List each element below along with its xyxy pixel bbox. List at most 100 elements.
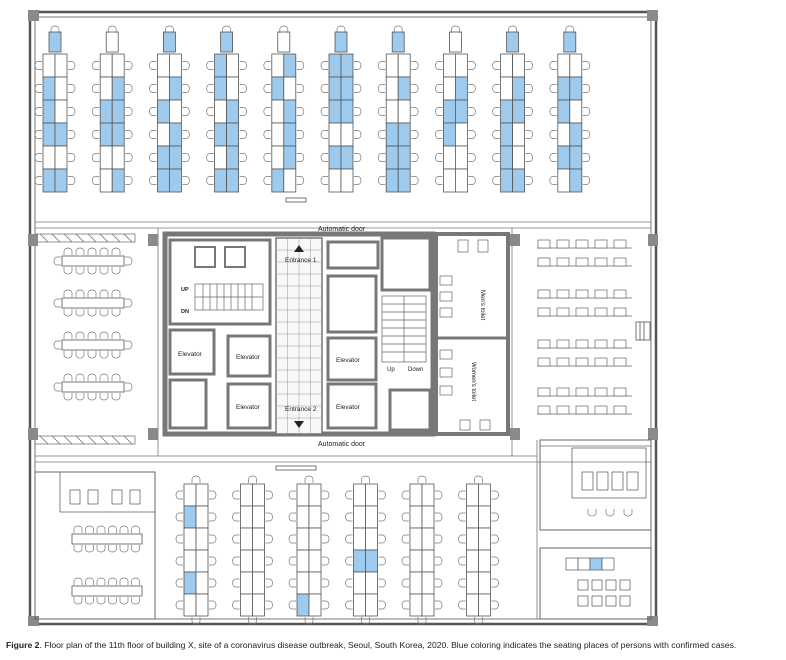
chair — [107, 25, 117, 33]
chair — [525, 61, 533, 70]
desk-seat — [421, 483, 435, 507]
chair — [182, 61, 190, 70]
chair — [232, 578, 240, 588]
infected-seat — [512, 99, 525, 124]
desk-seat — [454, 145, 468, 170]
chair — [131, 597, 140, 605]
infected-seat — [589, 557, 603, 571]
mens-toilet-label: Men's toilet — [479, 290, 485, 320]
desk-seat — [42, 53, 56, 78]
infected-seat — [54, 122, 68, 147]
chair — [304, 617, 314, 625]
chair — [322, 600, 330, 610]
infected-seat — [500, 145, 514, 170]
chair — [345, 578, 353, 588]
chair — [378, 578, 386, 588]
chair — [125, 130, 133, 139]
chair — [549, 84, 557, 93]
chair — [322, 512, 330, 522]
desk-seat — [308, 593, 322, 617]
chair — [345, 490, 353, 500]
entrance-2-label: Entrance 2 — [285, 406, 317, 413]
desk-seat — [442, 53, 456, 78]
desk-seat — [611, 471, 624, 491]
meeting-chair — [594, 289, 608, 299]
chair — [119, 545, 129, 553]
toilet-block — [434, 232, 510, 436]
infected-seat — [340, 53, 354, 78]
chair — [378, 534, 386, 544]
chair — [68, 153, 76, 162]
desk-seat — [557, 53, 571, 78]
chair — [377, 130, 386, 139]
chair — [549, 153, 557, 162]
chair — [232, 512, 240, 522]
desk-seat — [252, 527, 265, 551]
infected-seat — [397, 168, 411, 193]
chair — [320, 61, 328, 70]
chair — [401, 512, 409, 522]
chair — [182, 84, 190, 93]
chair — [191, 617, 201, 625]
infected-seat — [328, 99, 342, 124]
infected-seat — [569, 168, 583, 193]
floor-plan: Automatic door Automatic door Entrance 1… — [28, 10, 658, 626]
infected-seat — [569, 122, 583, 147]
chair — [320, 176, 328, 185]
chair — [435, 107, 443, 116]
infected-seat — [442, 122, 456, 147]
infected-seat — [214, 122, 228, 147]
chair — [108, 525, 117, 533]
chair — [354, 107, 362, 116]
desk-seat — [111, 53, 125, 78]
desk-seat — [308, 505, 322, 529]
desk-seat — [353, 505, 366, 529]
desk-seat — [99, 168, 113, 193]
conference-table — [61, 255, 125, 267]
desk-seat — [421, 505, 435, 529]
chair — [377, 84, 386, 93]
chair — [401, 556, 409, 566]
infected-seat — [442, 99, 456, 124]
chair — [87, 247, 97, 255]
chair — [435, 84, 443, 93]
chair — [149, 130, 157, 139]
meeting-chair — [594, 387, 608, 397]
elevator-label: Elevator — [336, 404, 361, 411]
chair — [458, 512, 466, 522]
desk-seat — [409, 527, 423, 551]
desk-seat — [183, 593, 197, 617]
desk-seat — [252, 549, 265, 573]
desk-seat — [296, 571, 310, 595]
chair — [605, 509, 615, 517]
chair — [468, 107, 476, 116]
infected-seat — [111, 168, 125, 193]
chair — [206, 176, 214, 185]
desk-seat — [240, 483, 253, 507]
chair — [549, 61, 557, 70]
chair — [435, 176, 443, 185]
chair — [125, 298, 133, 308]
chair — [175, 512, 183, 522]
desk-end — [162, 31, 176, 53]
desk-seat — [365, 527, 378, 551]
chair — [73, 597, 83, 605]
desk-seat — [69, 489, 81, 505]
desk-seat — [214, 99, 228, 124]
stair-down-right-label: Down — [408, 367, 423, 373]
chair — [75, 351, 85, 359]
chair — [111, 393, 121, 401]
chair — [474, 617, 483, 625]
chair — [63, 351, 73, 359]
desk-seat — [577, 579, 589, 591]
chair — [85, 577, 94, 585]
chair — [525, 176, 533, 185]
stair-right — [381, 295, 427, 363]
desk-seat — [54, 99, 68, 124]
chair — [63, 373, 73, 381]
chair — [75, 309, 85, 317]
meeting-chair — [556, 289, 570, 299]
chair — [320, 130, 328, 139]
chair — [435, 556, 443, 566]
chair — [525, 84, 533, 93]
